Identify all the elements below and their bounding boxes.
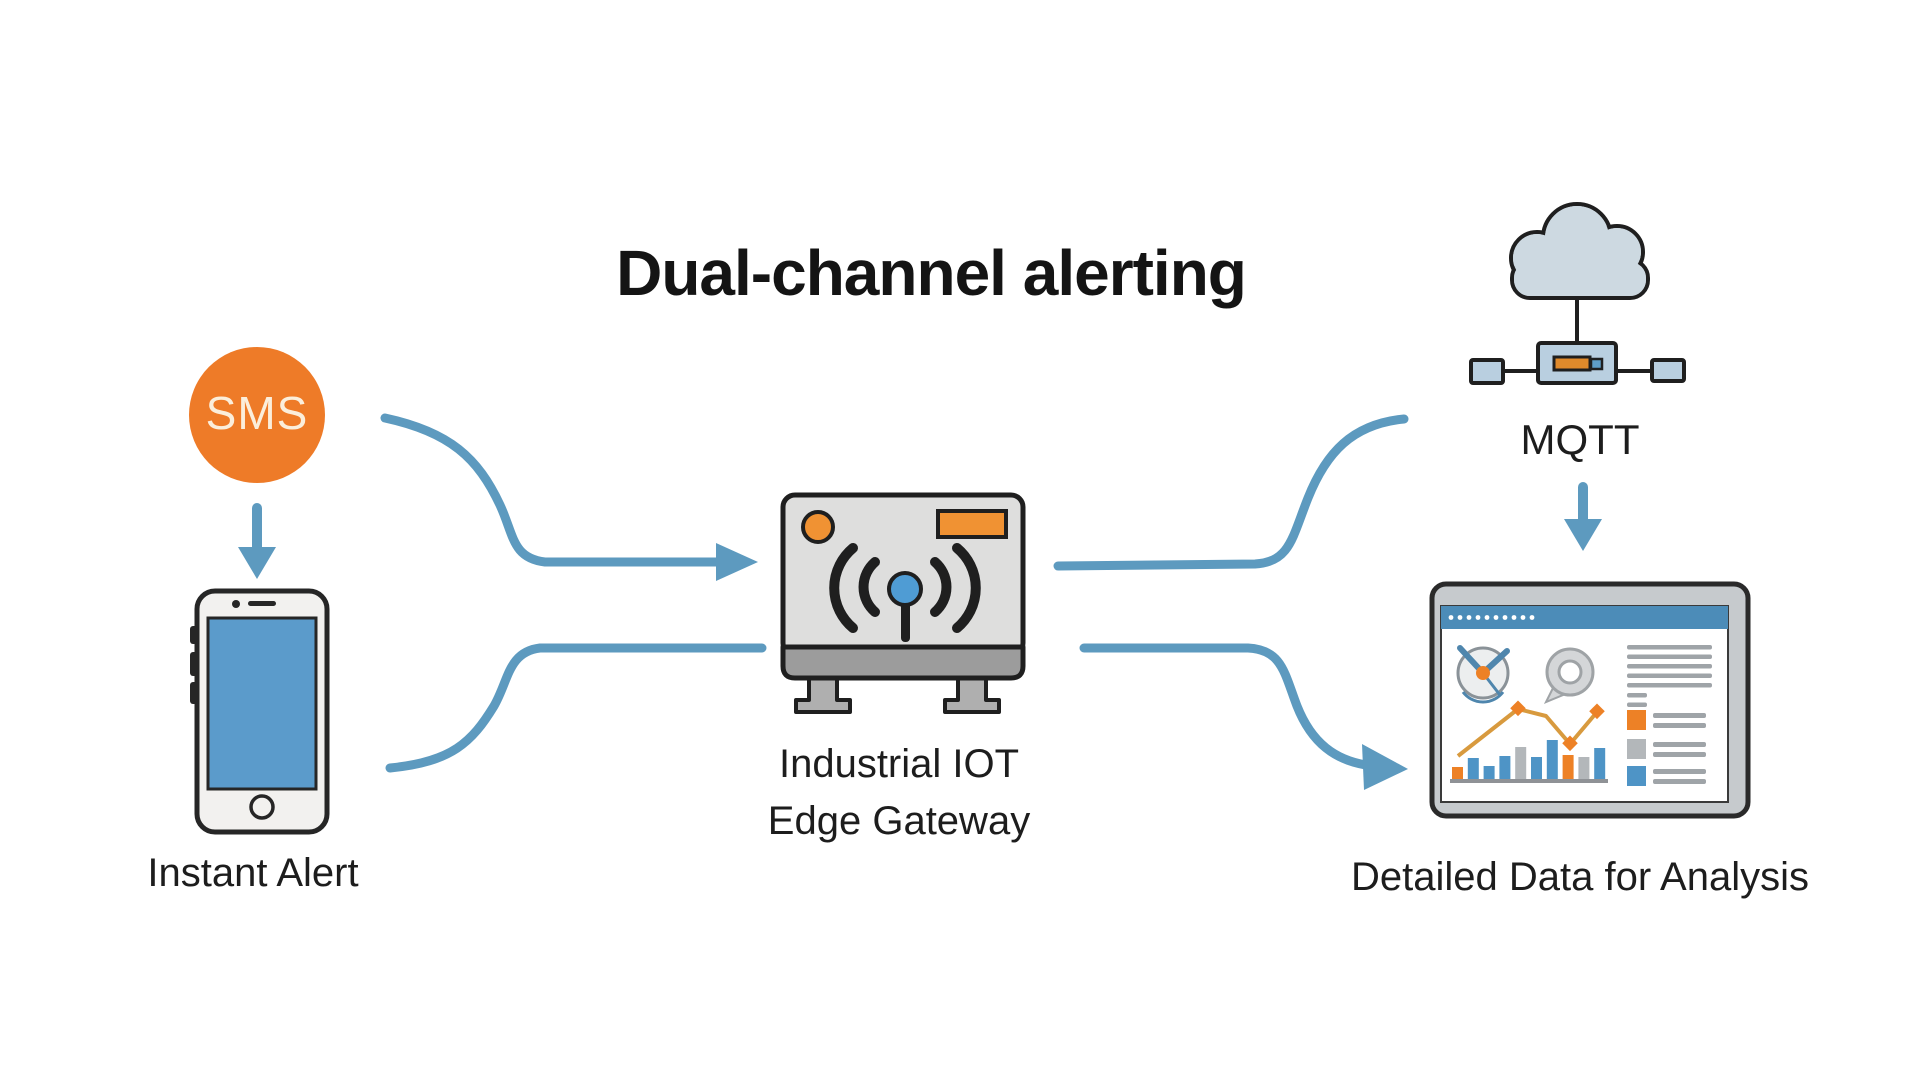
phone-screen	[206, 616, 318, 791]
hub-port-left	[1469, 358, 1505, 385]
diagram-title: Dual-channel alerting	[616, 237, 1247, 309]
smartphone-icon	[190, 588, 330, 835]
gauge-clock-widget	[1456, 645, 1510, 704]
dashboard-header-dots	[1448, 615, 1535, 620]
hub-led-dot	[1589, 357, 1604, 371]
mqtt-caption: MQTT	[1520, 416, 1640, 463]
wifi-signal-icon	[829, 543, 981, 642]
hub-port-right	[1650, 358, 1686, 383]
phone-home-button	[249, 794, 275, 820]
arrowhead	[1362, 744, 1408, 790]
phone-camera-dot	[232, 600, 240, 608]
gateway-base	[780, 644, 1026, 681]
gateway-to-mqtt-arrow	[1053, 414, 1409, 571]
sms-to-gateway-arrow	[380, 413, 758, 581]
bar-chart-widget	[1450, 700, 1608, 783]
gateway-caption-line1: Industrial IOT	[778, 742, 1020, 786]
dashboard-caption: Detailed Data for Analysis	[1350, 855, 1810, 899]
gateway-to-monitor-arrow	[1079, 643, 1408, 790]
gateway-caption: Industrial IOT Edge Gateway	[768, 736, 1030, 850]
gateway-caption-line2: Edge Gateway	[767, 799, 1031, 843]
cloud-icon	[1509, 202, 1650, 300]
gateway-status-panel	[936, 509, 1008, 539]
dashboard-header-bar	[1441, 606, 1728, 629]
phone-to-gateway-arrow	[385, 643, 767, 773]
dashboard-text-lines	[1627, 645, 1712, 707]
dashboard-legend-list	[1627, 710, 1706, 786]
hub-led-bar	[1552, 355, 1592, 372]
mqtt-to-monitor-arrow	[1564, 482, 1602, 551]
sms-badge-label: SMS	[205, 386, 309, 439]
gateway-icon	[780, 492, 1026, 714]
arrowhead	[238, 547, 276, 579]
arrowhead	[1564, 519, 1602, 551]
dashboard-monitor-icon	[1429, 581, 1751, 819]
phone-speaker	[248, 601, 276, 606]
gateway-indicator-light	[801, 510, 835, 544]
sms-badge	[189, 347, 325, 483]
speech-bubble-widget	[1543, 647, 1595, 704]
network-hub-icon	[1469, 296, 1686, 385]
arrowhead	[716, 543, 758, 581]
sms-to-phone-arrow	[238, 503, 276, 579]
instant-alert-caption: Instant Alert	[147, 851, 359, 895]
